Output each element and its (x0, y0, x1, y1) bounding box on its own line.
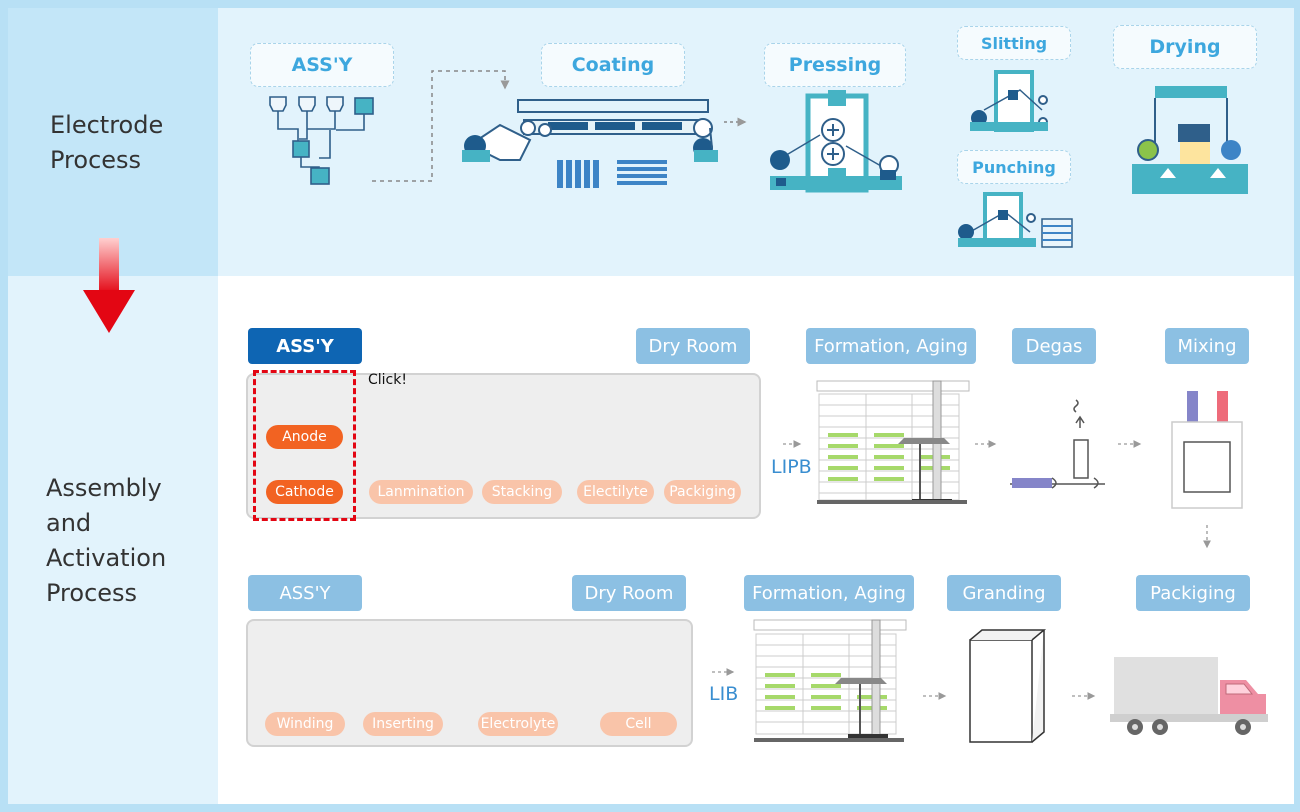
lipb-assy-tab: ASS'Y (248, 328, 362, 364)
packaging-pill: Packiging (664, 480, 741, 504)
cell-pill: Cell (600, 712, 677, 736)
title-line: Process (46, 579, 138, 607)
lib-dry-room-tab: Dry Room (572, 575, 686, 611)
lipb-dry-room-tab: Dry Room (636, 328, 750, 364)
lamination-pill: Lanmination (369, 480, 473, 504)
title-line: Electrode (50, 111, 164, 139)
anode-pill[interactable]: Anode (266, 425, 343, 449)
title-line: Process (50, 146, 142, 174)
step-label-drying: Drying (1113, 25, 1257, 69)
title-line: Assembly (46, 474, 162, 502)
lipb-type-label: LIPB (771, 456, 812, 478)
lipb-mixing-tab: Mixing (1165, 328, 1249, 364)
step-label-slitting: Slitting (957, 26, 1071, 60)
step-label-pressing: Pressing (764, 43, 906, 87)
lib-grading-tab: Granding (947, 575, 1061, 611)
electrolyte-pill: Electrolyte (478, 712, 558, 736)
step-label-assy: ASS'Y (250, 43, 394, 87)
winding-pill: Winding (265, 712, 345, 736)
lipb-degas-tab: Degas (1012, 328, 1096, 364)
cathode-pill[interactable]: Cathode (266, 480, 343, 504)
electrode-section-label-panel (8, 8, 218, 276)
step-label-coating: Coating (541, 43, 685, 87)
electrode-process-title: Electrode Process (50, 108, 163, 178)
assembly-process-title: Assembly and Activation Process (46, 471, 166, 611)
step-label-punching: Punching (957, 150, 1071, 184)
lib-formation-tab: Formation, Aging (744, 575, 914, 611)
click-hint: Click! (368, 372, 407, 388)
lib-packaging-tab: Packiging (1136, 575, 1250, 611)
lipb-formation-tab: Formation, Aging (806, 328, 976, 364)
lib-type-label: LIB (709, 683, 739, 705)
electrolyte-pill: Electilyte (577, 480, 654, 504)
selected-materials-highlight[interactable] (253, 370, 356, 521)
inserting-pill: Inserting (363, 712, 443, 736)
title-line: and (46, 509, 92, 537)
title-line: Activation (46, 544, 167, 572)
stacking-pill: Stacking (482, 480, 562, 504)
lib-assy-tab: ASS'Y (248, 575, 362, 611)
assembly-section-label-panel (8, 276, 218, 804)
